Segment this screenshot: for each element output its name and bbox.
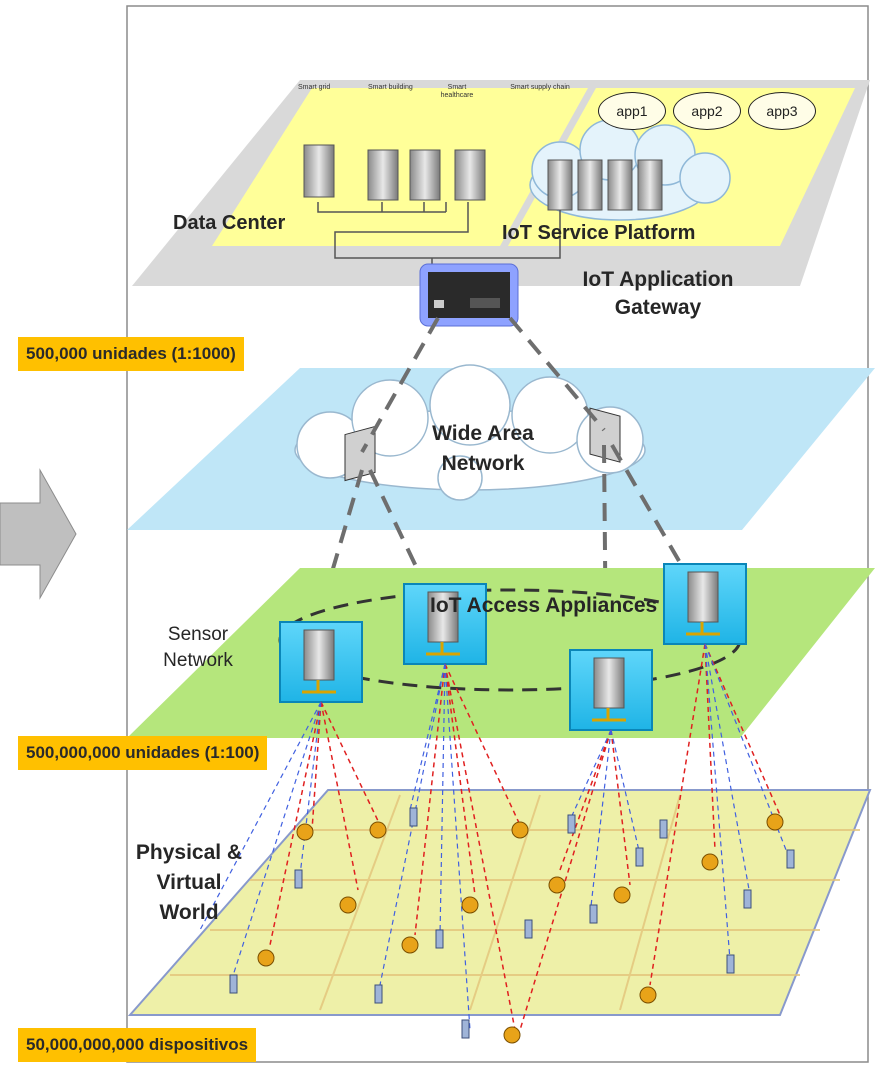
badge-access-units: 500,000,000 unidades (1:100)	[18, 736, 268, 770]
app1-bubble: app1	[598, 92, 666, 130]
appliance-4	[663, 563, 747, 645]
antenna-devices	[229, 807, 795, 1039]
physical-world-map	[127, 789, 872, 1016]
gateway-device-icon	[419, 263, 519, 327]
data-center-servers	[303, 144, 486, 201]
data-center-wires	[317, 202, 561, 270]
flow-arrow-icon	[0, 468, 77, 600]
appliance-3	[569, 649, 653, 731]
smart-grid-label: Smart grid	[298, 84, 331, 91]
appliance-2	[403, 583, 487, 665]
wan-label: Wide Area Network	[432, 422, 534, 475]
sensor-network-label: Sensor Network	[163, 624, 233, 671]
smart-supply-chain-label: Smart supply chain	[510, 84, 570, 91]
data-center-label: Data Center	[173, 212, 286, 234]
access-appliances	[279, 563, 747, 731]
platform-servers	[547, 159, 663, 211]
appliance-1	[279, 621, 363, 703]
smart-healthcare-label: Smart healthcare	[440, 84, 474, 99]
smart-building-label: Smart building	[368, 84, 413, 91]
frame-border	[126, 5, 869, 1063]
iot-service-platform-label: IoT Service Platform	[502, 222, 696, 244]
red-links	[269, 643, 781, 1031]
badge-gateways: 500,000 unidades (1:1000)	[18, 337, 244, 371]
wan-router-icons	[344, 407, 621, 482]
badge-devices: 50,000,000,000 dispositivos	[18, 1028, 257, 1062]
access-appliances-label: IoT Access Appliances	[430, 594, 658, 617]
app3-bubble: app3	[748, 92, 816, 130]
sensor-devices	[257, 813, 784, 1044]
gateway-label: IoT Application Gateway	[582, 268, 734, 319]
physical-virtual-world-label: Physical & Virtual World	[135, 841, 243, 924]
app2-bubble: app2	[673, 92, 741, 130]
data-center-area	[212, 88, 588, 246]
